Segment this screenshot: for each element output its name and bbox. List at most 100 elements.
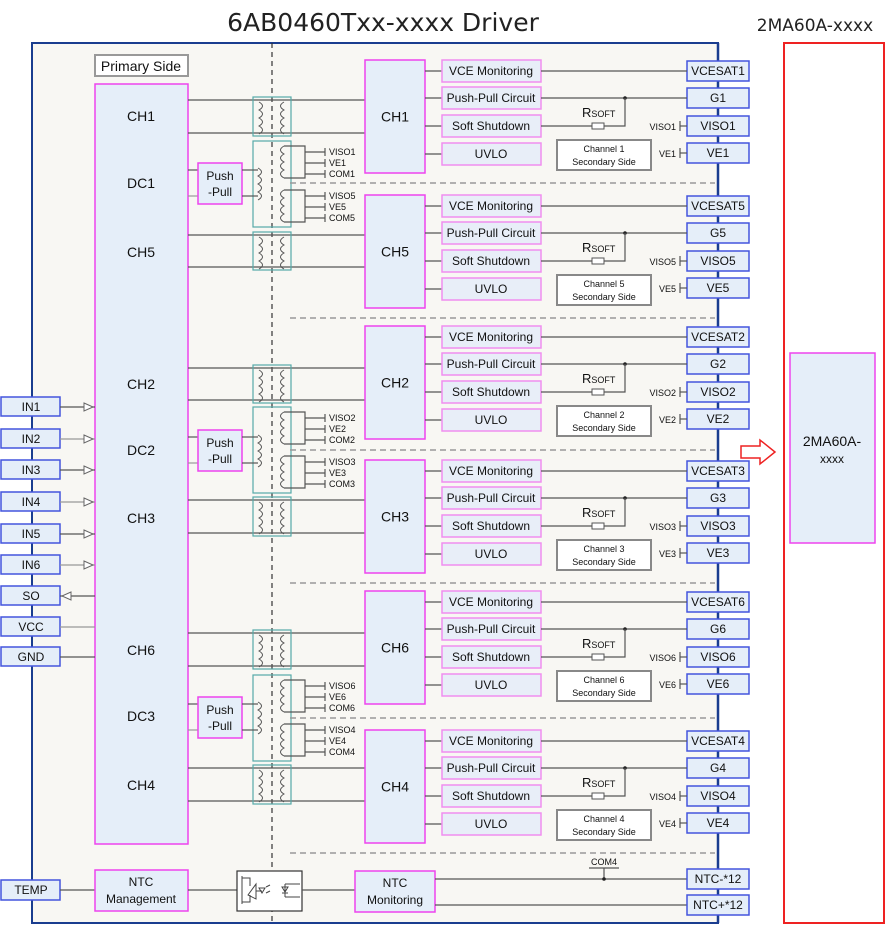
output-pin-vcesat1[interactable]: VCESAT1: [686, 60, 750, 82]
input-pin-vcc[interactable]: VCC: [0, 616, 61, 637]
function-block-push-pull-circuit[interactable]: Push-Pull Circuit: [441, 86, 542, 110]
output-pin-label: VCESAT6: [691, 595, 745, 609]
tap-label: VISO5: [649, 257, 676, 267]
ntc-pin-plus[interactable]: NTC+*12: [686, 894, 750, 916]
output-pin-g4[interactable]: G4: [686, 757, 750, 779]
output-pin-label: G4: [710, 761, 726, 775]
input-pin-in4[interactable]: IN4: [0, 491, 61, 512]
input-pin-in1[interactable]: IN1: [0, 396, 61, 417]
function-block-uvlo[interactable]: UVLO: [441, 812, 542, 836]
function-block-push-pull-circuit[interactable]: Push-Pull Circuit: [441, 617, 542, 641]
note-line-2: Secondary Side: [572, 292, 636, 302]
output-pin-ve4[interactable]: VE4: [686, 812, 750, 834]
output-pin-label: VCESAT4: [691, 734, 745, 748]
output-pin-g2[interactable]: G2: [686, 353, 750, 375]
function-block-soft-shutdown[interactable]: Soft Shutdown: [441, 645, 542, 669]
function-block-vce-monitoring[interactable]: VCE Monitoring: [441, 729, 542, 753]
output-pin-label: G1: [710, 91, 726, 105]
channel-block[interactable]: CH1: [364, 59, 426, 174]
power-secondary-coil-icon: [280, 411, 286, 445]
output-pin-vcesat2[interactable]: VCESAT2: [686, 326, 750, 348]
channel-block[interactable]: CH6: [364, 590, 426, 705]
function-block-soft-shutdown[interactable]: Soft Shutdown: [441, 784, 542, 808]
push-pull-block[interactable]: Push-Pull: [197, 696, 243, 739]
function-block-soft-shutdown[interactable]: Soft Shutdown: [441, 249, 542, 273]
input-pin-gnd[interactable]: GND: [0, 646, 61, 667]
push-pull-block[interactable]: Push-Pull: [197, 162, 243, 205]
input-pin-in6[interactable]: IN6: [0, 554, 61, 575]
ntc-pin-minus[interactable]: NTC-*12: [686, 868, 750, 890]
function-block-uvlo[interactable]: UVLO: [441, 408, 542, 432]
rsoft-resistor-icon: [591, 522, 605, 530]
output-pin-vcesat3[interactable]: VCESAT3: [686, 460, 750, 482]
function-block-uvlo[interactable]: UVLO: [441, 277, 542, 301]
iso-tap-label-ve4: VE4: [329, 736, 346, 746]
function-block-push-pull-circuit[interactable]: Push-Pull Circuit: [441, 486, 542, 510]
primary-block-label-ch1: CH1: [127, 108, 155, 124]
function-block-label: Push-Pull Circuit: [447, 491, 536, 505]
function-block-soft-shutdown[interactable]: Soft Shutdown: [441, 514, 542, 538]
function-block-soft-shutdown[interactable]: Soft Shutdown: [441, 114, 542, 138]
channel-block[interactable]: CH5: [364, 194, 426, 309]
optocoupler-icon: [236, 870, 303, 912]
temp-pin[interactable]: TEMP: [0, 879, 61, 901]
output-pin-ve2[interactable]: VE2: [686, 408, 750, 430]
function-block-vce-monitoring[interactable]: VCE Monitoring: [441, 590, 542, 614]
module-block[interactable]: [789, 352, 876, 544]
channel-block-label: CH5: [381, 244, 409, 260]
function-block-push-pull-circuit[interactable]: Push-Pull Circuit: [441, 756, 542, 780]
output-pin-viso1[interactable]: VISO1: [686, 115, 750, 137]
tap-label: VE5: [659, 284, 676, 294]
power-primary-coil-icon: [256, 701, 262, 735]
output-pin-label: VE6: [707, 677, 730, 691]
tap-label: VISO1: [649, 122, 676, 132]
output-pin-g5[interactable]: G5: [686, 222, 750, 244]
output-pin-vcesat6[interactable]: VCESAT6: [686, 591, 750, 613]
channel-block[interactable]: CH2: [364, 325, 426, 440]
function-block-vce-monitoring[interactable]: VCE Monitoring: [441, 325, 542, 349]
output-pin-ve1[interactable]: VE1: [686, 142, 750, 164]
input-pin-in5[interactable]: IN5: [0, 523, 61, 544]
function-block-push-pull-circuit[interactable]: Push-Pull Circuit: [441, 352, 542, 376]
input-pin-so[interactable]: SO: [0, 585, 61, 606]
push-pull-block[interactable]: Push-Pull: [197, 429, 243, 472]
output-pin-viso5[interactable]: VISO5: [686, 250, 750, 272]
function-block-uvlo[interactable]: UVLO: [441, 673, 542, 697]
primary-side-label: Primary Side: [101, 58, 181, 74]
function-block-uvlo[interactable]: UVLO: [441, 142, 542, 166]
transformer-primary-coil-icon: [257, 501, 263, 535]
function-block-vce-monitoring[interactable]: VCE Monitoring: [441, 194, 542, 218]
output-pin-ve5[interactable]: VE5: [686, 277, 750, 299]
input-arrow-icon: [83, 465, 95, 475]
channel-block[interactable]: CH3: [364, 459, 426, 574]
function-block-soft-shutdown[interactable]: Soft Shutdown: [441, 380, 542, 404]
function-block-uvlo[interactable]: UVLO: [441, 542, 542, 566]
output-pin-g3[interactable]: G3: [686, 487, 750, 509]
function-block-label: VCE Monitoring: [449, 330, 533, 344]
power-primary-coil-icon: [256, 167, 262, 201]
output-pin-vcesat5[interactable]: VCESAT5: [686, 195, 750, 217]
output-pin-g1[interactable]: G1: [686, 87, 750, 109]
power-secondary-coil-icon: [280, 723, 286, 757]
function-block-vce-monitoring[interactable]: VCE Monitoring: [441, 59, 542, 83]
output-pin-ve6[interactable]: VE6: [686, 673, 750, 695]
output-pin-viso6[interactable]: VISO6: [686, 646, 750, 668]
function-block-push-pull-circuit[interactable]: Push-Pull Circuit: [441, 221, 542, 245]
output-pin-viso3[interactable]: VISO3: [686, 515, 750, 537]
input-pin-in2[interactable]: IN2: [0, 428, 61, 449]
channel-block[interactable]: CH4: [364, 729, 426, 844]
iso-tap-label-viso1: VISO1: [329, 147, 356, 157]
input-pin-in3[interactable]: IN3: [0, 459, 61, 480]
output-pin-viso4[interactable]: VISO4: [686, 785, 750, 807]
note-line-1: Channel 2: [583, 410, 624, 420]
output-pin-viso2[interactable]: VISO2: [686, 381, 750, 403]
function-block-vce-monitoring[interactable]: VCE Monitoring: [441, 459, 542, 483]
output-pin-ve3[interactable]: VE3: [686, 542, 750, 564]
primary-controller-block[interactable]: [94, 83, 189, 845]
output-pin-vcesat4[interactable]: VCESAT4: [686, 730, 750, 752]
output-pin-g6[interactable]: G6: [686, 618, 750, 640]
